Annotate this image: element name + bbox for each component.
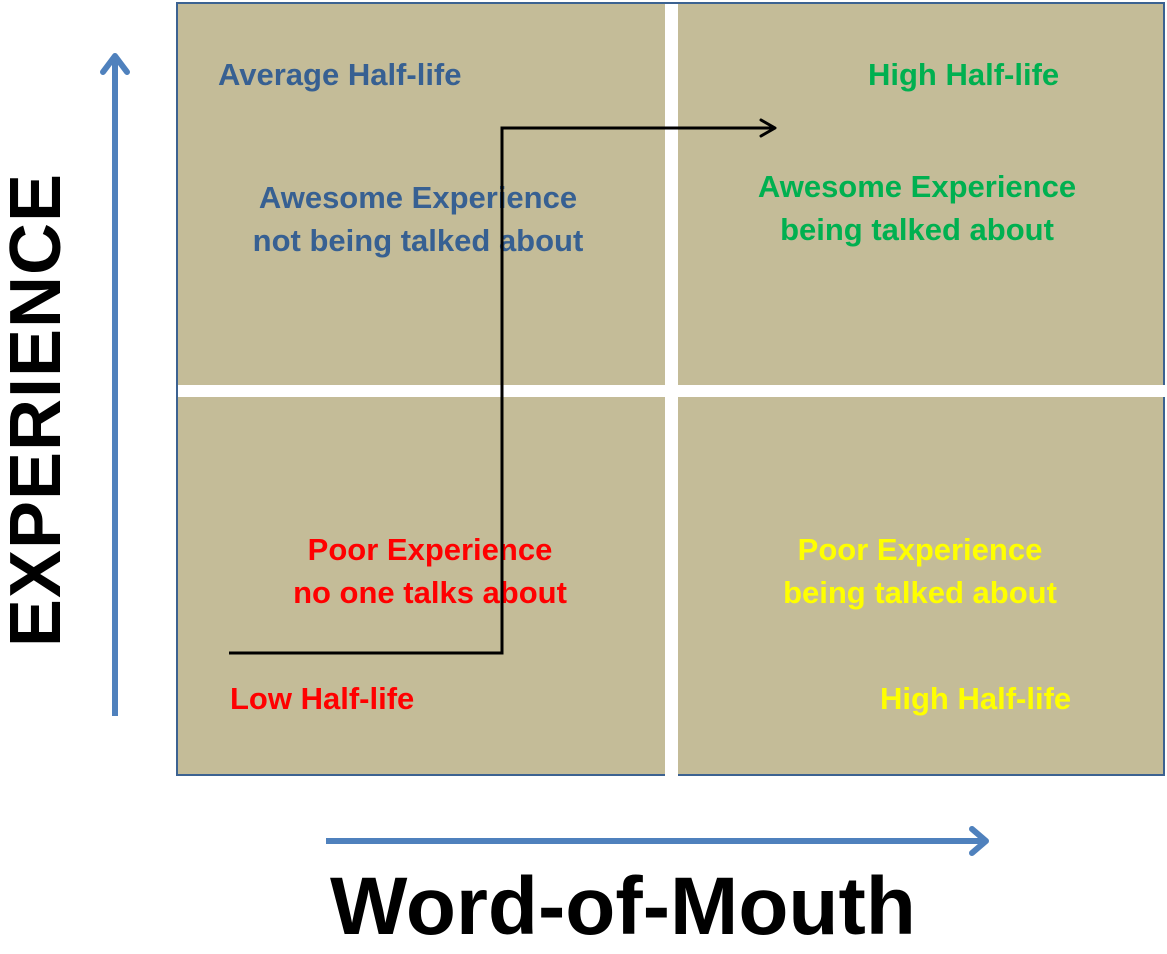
bottom-right-half-life-label: High Half-life <box>880 681 1072 716</box>
horizontal-divider <box>178 385 1165 397</box>
x-axis-arrow-icon <box>326 826 989 856</box>
top-right-description: Awesome Experience being talked about <box>722 165 1112 252</box>
bottom-left-half-life-label: Low Half-life <box>230 681 415 716</box>
progression-path-arrow-icon <box>229 118 777 655</box>
top-left-line2: not being talked about <box>252 223 584 259</box>
y-axis-label-text: EXPERIENCE <box>0 172 76 648</box>
bottom-right-line2: being talked about <box>783 575 1057 611</box>
bottom-left-description: Poor Experience no one talks about <box>250 528 610 615</box>
bottom-left-line2: no one talks about <box>293 575 567 611</box>
y-axis-label: EXPERIENCE <box>0 160 76 660</box>
top-left-half-life-label: Average Half-life <box>218 57 462 92</box>
bottom-left-line1: Poor Experience <box>307 532 553 567</box>
top-right-line2: being talked about <box>780 212 1054 248</box>
top-left-description: Awesome Experience not being talked abou… <box>218 176 618 263</box>
top-right-line1: Awesome Experience <box>757 169 1077 204</box>
x-axis-label: Word-of-Mouth <box>330 861 916 952</box>
top-left-line1: Awesome Experience <box>258 180 578 215</box>
y-axis-arrow-icon <box>100 53 130 716</box>
bottom-right-description: Poor Experience being talked about <box>740 528 1100 615</box>
bottom-right-line1: Poor Experience <box>797 532 1043 567</box>
top-right-half-life-label: High Half-life <box>868 57 1060 92</box>
